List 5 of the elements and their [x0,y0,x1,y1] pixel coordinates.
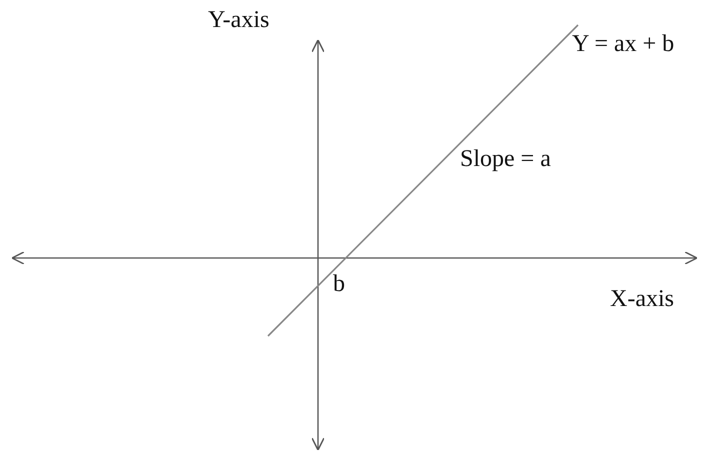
intercept-label: b [333,270,345,298]
axis-title: Y-axis [208,6,270,34]
slope-label: Slope = a [460,145,551,173]
equation-label: Y = ax + b [572,30,674,58]
axis-title: X-axis [610,285,674,313]
